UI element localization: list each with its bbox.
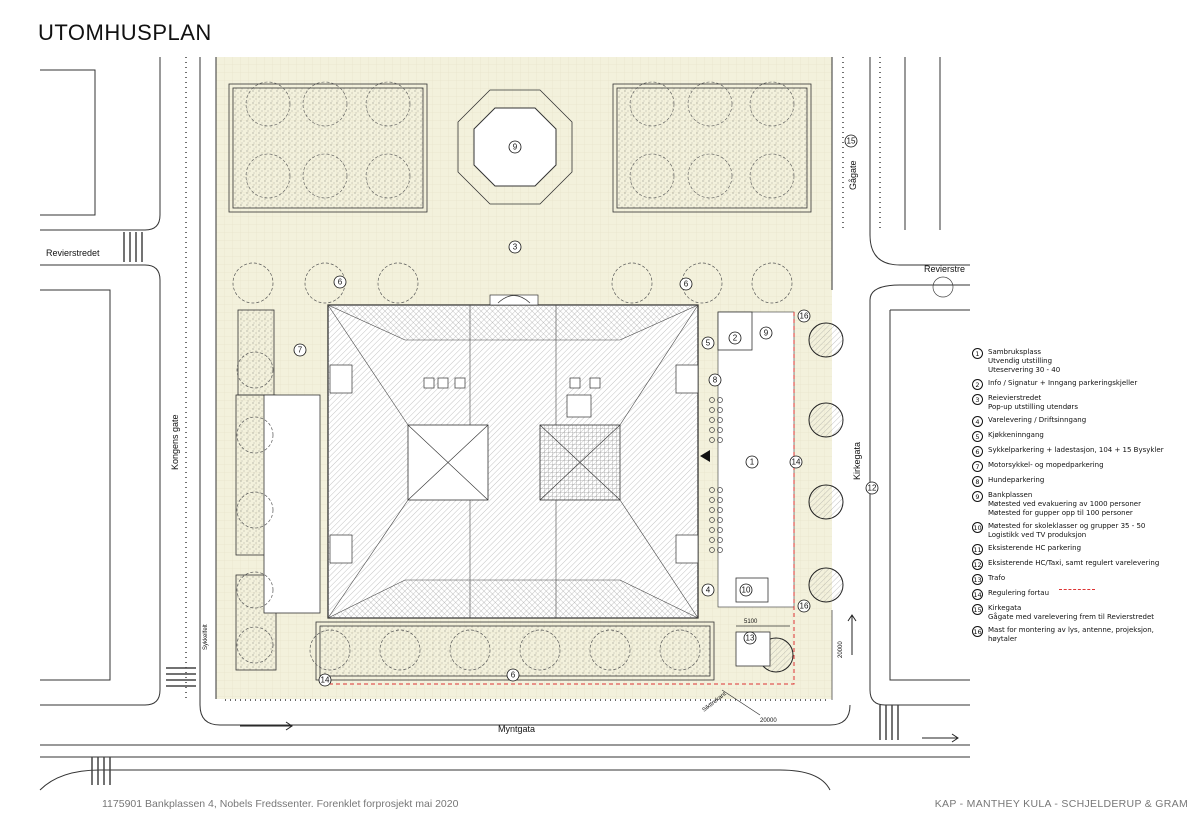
tree-row-north: [232, 262, 793, 304]
svg-text:6: 6: [338, 278, 343, 287]
street-myntgata: Myntgata: [498, 724, 535, 734]
svg-text:9: 9: [513, 143, 518, 152]
plan-marker-6-south: 6: [506, 668, 520, 682]
plan-marker-16-north: 16: [797, 309, 811, 323]
tree-grove-left: [228, 81, 428, 213]
plan-marker-14-south: 14: [318, 673, 332, 687]
svg-text:16: 16: [800, 602, 809, 611]
tree-grove-right: [612, 81, 812, 213]
label-sykkelfelt: Sykkelfelt: [203, 624, 209, 650]
building-roof: [327, 294, 699, 619]
planter-south: [315, 621, 715, 681]
plan-marker-4: 4: [701, 583, 715, 597]
plan-marker-9-pavilion: 9: [508, 140, 522, 154]
svg-text:5: 5: [706, 339, 711, 348]
svg-text:13: 13: [746, 634, 755, 643]
page-title: UTOMHUSPLAN: [38, 20, 212, 45]
plan-marker-14-east: 14: [789, 455, 803, 469]
plan-marker-6-north-left: 6: [333, 275, 347, 289]
plan-marker-6-north-right: 6: [679, 277, 693, 291]
plan-marker-15: 15: [844, 134, 858, 148]
street-gagate: Gågate: [848, 160, 858, 190]
tree-row-south: [309, 629, 701, 671]
svg-text:4: 4: [706, 586, 711, 595]
plan-marker-8: 8: [708, 373, 722, 387]
regulation-line-swatch: [1059, 589, 1096, 590]
street-kongens-gate: Kongens gate: [170, 414, 180, 470]
svg-text:6: 6: [684, 280, 689, 289]
svg-text:7: 7: [298, 346, 303, 355]
footer-project-info: 1175901 Bankplassen 4, Nobels Fredssente…: [102, 798, 459, 810]
plan-marker-7: 7: [293, 343, 307, 357]
svg-text:15: 15: [847, 137, 856, 146]
svg-text:9: 9: [764, 329, 769, 338]
plan-marker-12: 12: [865, 481, 879, 495]
street-revierstredet-west: Revierstredet: [46, 248, 100, 258]
plan-marker-13: 13: [743, 631, 757, 645]
svg-text:1: 1: [750, 458, 755, 467]
plan-marker-10: 10: [739, 583, 753, 597]
plan-marker-2: 2: [728, 331, 742, 345]
plan-marker-1: 1: [745, 455, 759, 469]
regulation-line: [330, 312, 795, 685]
plan-marker-5: 5: [701, 336, 715, 350]
street-lines: [39, 57, 970, 791]
svg-text:3: 3: [513, 243, 518, 252]
svg-text:2: 2: [733, 334, 738, 343]
dimension-20000-horizontal: 20000: [760, 718, 777, 724]
plan-marker-9-east: 9: [759, 326, 773, 340]
svg-text:12: 12: [868, 484, 877, 493]
street-revierstredet-east: Revierstre: [924, 264, 965, 274]
tree-row-west: [236, 351, 274, 664]
plan-marker-16-south: 16: [797, 599, 811, 613]
street-kirkegata: Kirkegata: [852, 442, 862, 480]
entrance-arrow: [700, 450, 710, 462]
dimension-20000-vertical: 20000: [838, 641, 844, 658]
dimension-5100: 5100: [744, 619, 758, 625]
footer-architects: KAP - MANTHEY KULA - SCHJELDERUP & GRAM: [934, 798, 1188, 810]
plan-marker-3: 3: [508, 240, 522, 254]
svg-text:14: 14: [792, 458, 801, 467]
svg-text:16: 16: [800, 312, 809, 321]
svg-text:6: 6: [511, 671, 516, 680]
svg-text:10: 10: [742, 586, 751, 595]
svg-text:8: 8: [713, 376, 718, 385]
svg-text:14: 14: [321, 676, 330, 685]
